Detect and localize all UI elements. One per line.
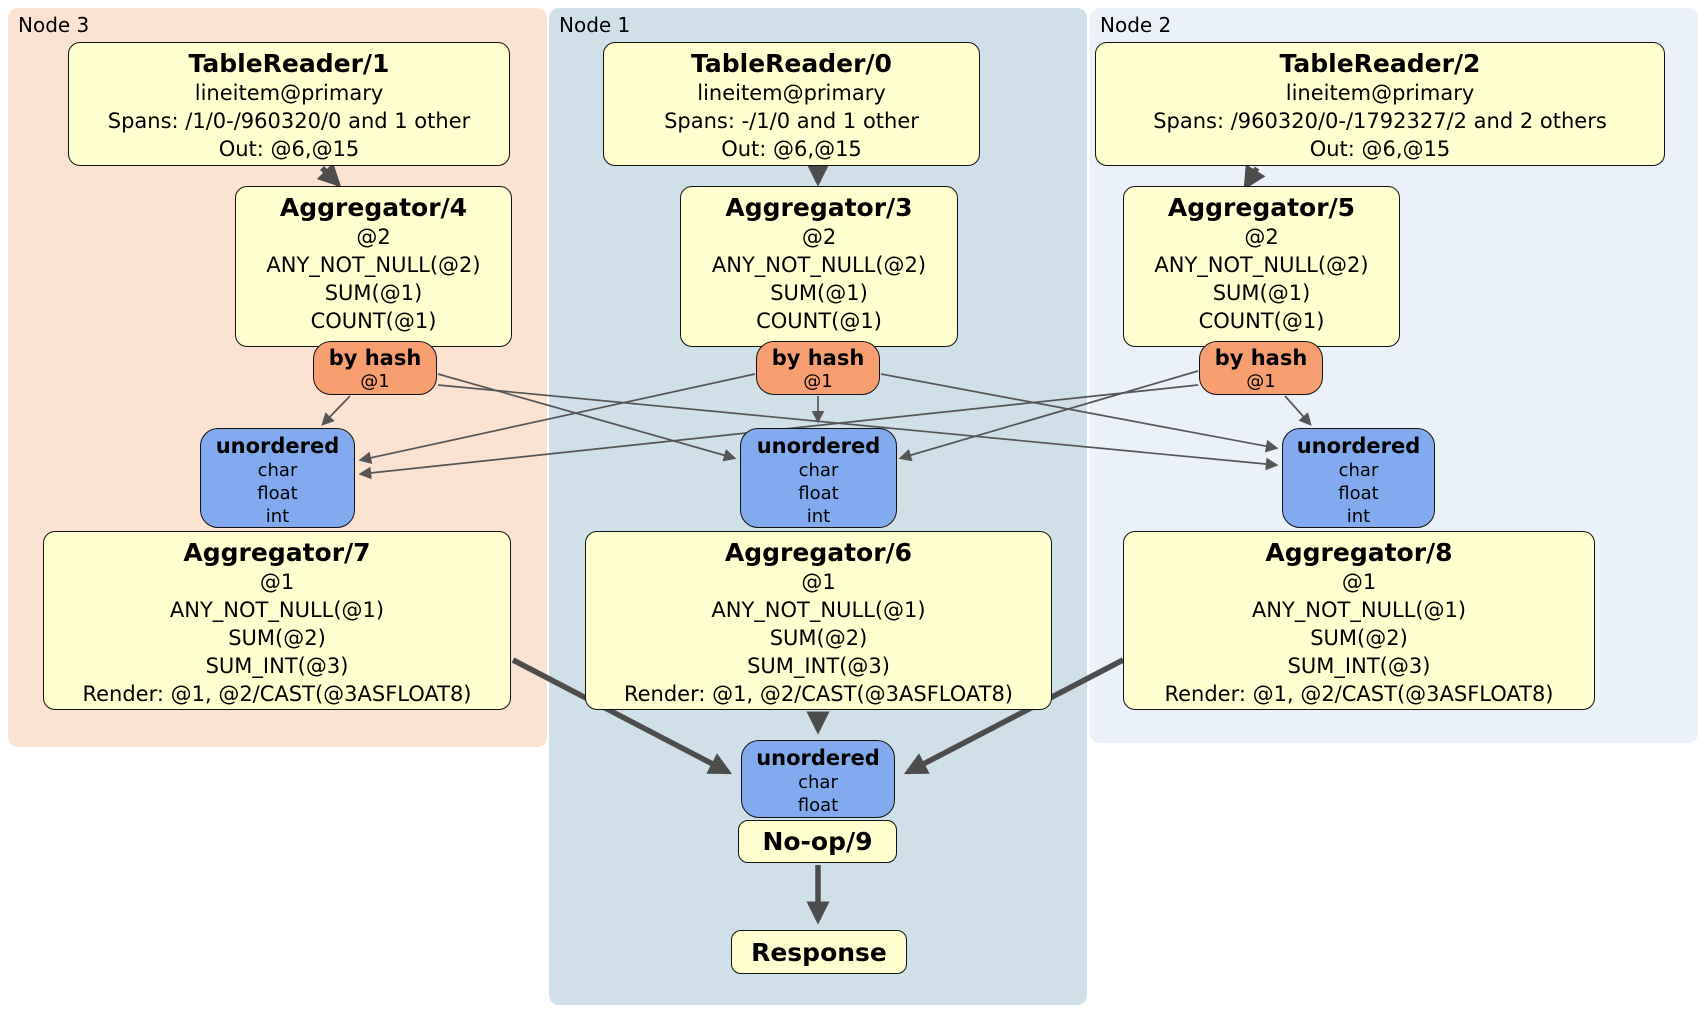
node-detail: lineitem@primary	[1285, 81, 1475, 105]
sync-detail: float	[797, 795, 839, 816]
router-title: by hash	[328, 346, 422, 370]
router-title: by hash	[1214, 346, 1308, 370]
sync-title: unordered	[1296, 434, 1421, 458]
sync-detail: float	[798, 483, 839, 504]
region-label-node-2: Node 2	[1100, 13, 1172, 37]
node-title: TableReader/1	[188, 49, 390, 78]
sync-detail: int	[1346, 506, 1371, 527]
node-aggregator-8: Aggregator/8 @1 ANY_NOT_NULL(@1) SUM(@2)…	[1123, 531, 1595, 710]
node-detail: @1	[801, 570, 836, 594]
node-title: Aggregator/5	[1167, 193, 1356, 222]
node-title: Aggregator/6	[724, 538, 913, 567]
router-detail: @1	[803, 371, 833, 392]
edge-tablereader1-aggregator4	[316, 162, 342, 188]
node-detail: ANY_NOT_NULL(@1)	[169, 598, 385, 622]
node-detail: Render: @1, @2/CAST(@3ASFLOAT8)	[1164, 682, 1554, 706]
sync-unordered-final: unordered char float	[741, 740, 895, 818]
sync-detail: char	[798, 460, 839, 481]
node-detail: SUM_INT(@3)	[205, 654, 349, 678]
node-detail: ANY_NOT_NULL(@1)	[1251, 598, 1467, 622]
sync-detail: float	[257, 483, 298, 504]
node-detail: COUNT(@1)	[756, 309, 882, 333]
router-by-hash-node3: by hash @1	[313, 341, 437, 395]
sync-title: unordered	[215, 434, 340, 458]
node-detail: ANY_NOT_NULL(@2)	[711, 253, 927, 277]
node-tablereader-2: TableReader/2 lineitem@primary Spans: /9…	[1095, 42, 1665, 166]
router-by-hash-node1: by hash @1	[756, 341, 880, 395]
node-detail: lineitem@primary	[697, 81, 886, 105]
sync-detail: int	[265, 506, 290, 527]
node-detail: SUM_INT(@3)	[747, 654, 890, 678]
node-aggregator-7: Aggregator/7 @1 ANY_NOT_NULL(@1) SUM(@2)…	[43, 531, 511, 710]
node-detail: COUNT(@1)	[1198, 309, 1325, 333]
edge-byhash5-unordered1	[898, 370, 1199, 462]
edge-byhash1-unordered5	[880, 373, 1279, 453]
node-aggregator-5: Aggregator/5 @2 ANY_NOT_NULL(@2) SUM(@1)…	[1123, 186, 1400, 347]
node-aggregator-3: Aggregator/3 @2 ANY_NOT_NULL(@2) SUM(@1)…	[680, 186, 958, 347]
node-title: TableReader/0	[691, 49, 892, 78]
node-detail: ANY_NOT_NULL(@2)	[266, 253, 481, 277]
node-detail: SUM(@1)	[770, 281, 868, 305]
node-title: TableReader/2	[1279, 49, 1481, 78]
sync-unordered-node1: unordered char float int	[740, 428, 897, 528]
node-detail: @2	[801, 225, 837, 249]
router-title: by hash	[771, 346, 865, 370]
sync-detail: float	[1338, 483, 1379, 504]
router-by-hash-node2: by hash @1	[1199, 341, 1323, 395]
sync-unordered-node3: unordered char float int	[200, 428, 355, 528]
edge-byhash5-unordered5	[1284, 395, 1312, 426]
node-detail: lineitem@primary	[194, 81, 384, 105]
node-title: Aggregator/3	[725, 193, 913, 222]
node-aggregator-6: Aggregator/6 @1 ANY_NOT_NULL(@1) SUM(@2)…	[585, 531, 1052, 710]
edge-tablereader2-aggregator5	[1243, 164, 1266, 190]
node-detail: @2	[356, 225, 391, 249]
router-detail: @1	[1246, 371, 1276, 392]
edge-aggregator8-unordered-final	[903, 657, 1125, 775]
region-label-node-3: Node 3	[18, 13, 90, 37]
node-title: Aggregator/8	[1265, 538, 1453, 567]
node-detail: @2	[1244, 225, 1279, 249]
edge-byhash3-unordered3	[321, 395, 351, 426]
sync-title: unordered	[756, 746, 880, 770]
sync-unordered-node2: unordered char float int	[1282, 428, 1435, 528]
sync-detail: char	[257, 460, 298, 481]
node-detail: Out: @6,@15	[721, 137, 862, 161]
node-detail: Spans: -/1/0 and 1 other	[664, 109, 919, 133]
node-title: Aggregator/4	[279, 193, 468, 222]
node-detail: Render: @1, @2/CAST(@3ASFLOAT8)	[82, 682, 472, 706]
sync-detail: int	[806, 506, 831, 527]
sync-detail: char	[798, 772, 838, 793]
node-detail: SUM_INT(@3)	[1287, 654, 1431, 678]
node-noop-9: No-op/9	[738, 820, 897, 863]
node-detail: Render: @1, @2/CAST(@3ASFLOAT8)	[623, 682, 1014, 706]
edge-aggregator7-unordered-final	[511, 657, 733, 775]
node-aggregator-4: Aggregator/4 @2 ANY_NOT_NULL(@2) SUM(@1)…	[235, 186, 512, 347]
node-detail: SUM(@1)	[324, 281, 423, 305]
node-detail: SUM(@1)	[1212, 281, 1311, 305]
node-detail: SUM(@2)	[228, 626, 326, 650]
sync-detail: char	[1338, 460, 1379, 481]
node-detail: @1	[1341, 570, 1377, 594]
sync-title: unordered	[756, 434, 881, 458]
edge-byhash3-unordered5	[437, 384, 1279, 471]
node-tablereader-1: TableReader/1 lineitem@primary Spans: /1…	[68, 42, 510, 166]
router-detail: @1	[360, 371, 390, 392]
region-label-node-1: Node 1	[559, 13, 631, 37]
node-title: Aggregator/7	[183, 538, 371, 567]
node-detail: ANY_NOT_NULL(@1)	[711, 598, 926, 622]
node-detail: SUM(@2)	[769, 626, 868, 650]
node-detail: Out: @6,@15	[218, 137, 360, 161]
node-response: Response	[731, 930, 907, 974]
node-detail: @1	[259, 570, 295, 594]
node-detail: Spans: /1/0-/960320/0 and 1 other	[107, 109, 471, 133]
node-detail: COUNT(@1)	[310, 309, 437, 333]
edge-byhash1-unordered3	[358, 373, 756, 465]
node-tablereader-0: TableReader/0 lineitem@primary Spans: -/…	[603, 42, 980, 166]
edge-byhash3-unordered1	[437, 373, 737, 462]
node-detail: ANY_NOT_NULL(@2)	[1154, 253, 1369, 277]
node-detail: Spans: /960320/0-/1792327/2 and 2 others	[1153, 109, 1607, 133]
node-detail: SUM(@2)	[1310, 626, 1408, 650]
node-detail: Out: @6,@15	[1309, 137, 1451, 161]
